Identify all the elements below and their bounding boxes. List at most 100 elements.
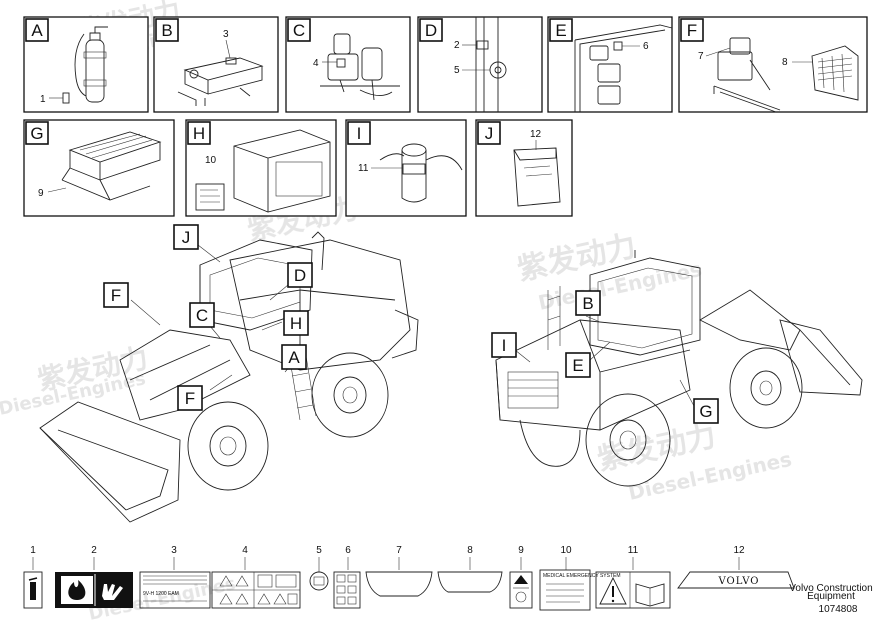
svg-text:E: E [555,21,566,40]
callout-e-right [565,352,591,378]
panel-i: I 11 [345,119,467,217]
svg-text:B: B [161,21,172,40]
svg-text:J: J [485,124,494,143]
callout-j-left [173,224,199,250]
callout-d-left [287,262,313,288]
svg-text:6: 6 [643,41,649,52]
svg-text:5: 5 [454,65,460,76]
panel-b: B 3 [153,16,279,113]
decal-3-info-plate: 9V-H 1200 EAM [139,571,211,609]
decal-number-4: 4 [242,545,248,556]
svg-text:A: A [31,21,43,40]
footer: Volvo Construction Equipment 1074808 [789,583,872,615]
callout-f-left-bottom [177,385,203,411]
callout-h-left [283,310,309,336]
decal-7-window-film [365,571,433,597]
svg-text:2: 2 [454,40,460,51]
callout-g-right [693,398,719,424]
svg-text:D: D [294,266,306,285]
pump-assembly-drawing [320,33,400,101]
part-1-label: 1 [40,94,46,105]
decal-12-brand-plate: VOLVO [677,571,795,589]
svg-text:3: 3 [223,29,229,40]
svg-text:8: 8 [782,57,788,68]
callout-f-left-top [103,282,129,308]
svg-text:I: I [502,336,507,355]
svg-text:H: H [193,124,205,143]
decal-number-6: 6 [345,545,351,556]
cab-pillar-drawing [462,17,507,112]
panel-d: D 2 5 [417,16,543,113]
decal-9-warning-tag [509,571,533,609]
svg-text:G: G [30,124,43,143]
hydraulic-block-drawing [705,37,781,113]
footer-company-line2: Equipment [807,591,855,602]
control-unit-drawing [574,24,673,112]
svg-text:12: 12 [530,129,542,140]
wheel-loader-rear-view [495,250,863,487]
panel-h: H 10 [185,119,337,217]
decal-number-11: 11 [628,545,639,556]
svg-text:C: C [196,306,208,325]
svg-text:J: J [182,228,191,247]
decal-number-1: 1 [30,545,36,556]
svg-text:9: 9 [38,188,44,199]
footer-drawing-number: 1074808 [819,604,858,615]
decal-number-3: 3 [171,545,177,556]
fire-extinguisher-drawing [49,26,108,104]
wheel-loader-front-view [39,231,419,523]
callout-a-left [281,344,307,370]
decal-4-pictogram-grid [211,571,301,609]
svg-text:F: F [185,389,195,408]
panel-g: G 9 [23,119,175,217]
decal-1-extinguisher [23,571,43,609]
decal-10-medical-label: MEDICAL EMERGENCY SYSTEM [539,569,621,611]
svg-text:B: B [582,294,593,313]
callout-i-right [491,332,517,358]
decal-11-read-manual [595,571,671,609]
svg-text:C: C [293,21,305,40]
panel-a: A 1 [23,16,149,113]
svg-text:11: 11 [358,163,369,174]
decal-strip: 1 2 3 4 5 6 7 8 9 10 11 12 [23,545,795,611]
decal-12-brand: VOLVO [718,576,760,587]
svg-text:4: 4 [313,58,319,69]
callout-b-right [575,290,601,316]
decal-plate-drawing [792,45,859,101]
svg-text:D: D [425,21,437,40]
decal-numbers: 1 2 3 4 5 6 7 8 9 10 11 12 [30,545,745,572]
svg-text:G: G [699,402,712,421]
decal-number-2: 2 [91,545,97,556]
svg-text:F: F [687,21,697,40]
svg-text:I: I [357,124,362,143]
panel-j: J 12 [475,119,573,217]
decal-number-7: 7 [396,545,402,556]
svg-text:10: 10 [205,155,217,166]
svg-text:H: H [290,314,302,333]
footer-company-line1: Volvo Construction [789,583,872,594]
step-grating-drawing [47,131,162,201]
decal-number-10: 10 [560,545,572,556]
svg-text:A: A [288,348,300,367]
callout-c-left [189,302,215,328]
panel-f: F 7 8 [678,16,868,113]
manual-pouch-drawing [513,140,561,207]
svg-text:E: E [572,356,583,375]
coolant-tank-drawing [371,143,463,203]
decal-8-window-film [437,571,503,593]
decal-2-flammable-warning [55,572,133,608]
panel-a-letter [25,18,49,42]
panel-e: E 6 [547,16,673,113]
battery-disconnect-drawing [177,39,264,106]
decal-number-5: 5 [316,545,322,556]
decal-5-round-icon [309,571,329,591]
decal-10-title: MEDICAL EMERGENCY SYSTEM [543,573,621,579]
decal-3-code: 9V-H 1200 EAM [143,591,179,597]
decal-number-8: 8 [467,545,473,556]
decal-number-9: 9 [518,545,524,556]
svg-text:F: F [111,286,121,305]
panel-c: C 4 [285,16,411,113]
decal-number-12: 12 [733,545,745,556]
svg-text:7: 7 [698,51,704,62]
